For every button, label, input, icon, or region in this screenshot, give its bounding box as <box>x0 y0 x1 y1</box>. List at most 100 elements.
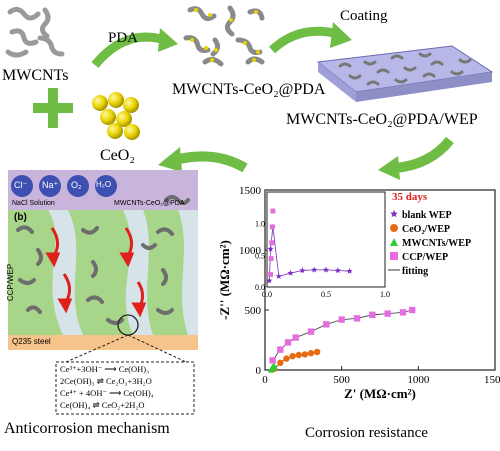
ion-cl: Cl⁻ <box>14 180 28 190</box>
legend-fit-label: fitting <box>402 266 428 277</box>
panel-letter: (b) <box>14 212 27 223</box>
inset-x-tick-label: 0.5 <box>321 290 331 299</box>
y-axis-label: -Z'' (MΩ·cm²) <box>217 240 232 320</box>
reaction-3: Ce⁴⁺ + 4OH⁻ ⟶ Ce(OH)₄ <box>60 388 154 398</box>
data-point <box>284 339 292 346</box>
inset-y-tick-label: 0.5 <box>255 251 265 260</box>
legend-marker <box>390 210 398 218</box>
hybrid-illustration <box>183 5 265 67</box>
mechanism-panel <box>8 170 198 415</box>
inset-data-point <box>346 268 353 274</box>
chart-title: 35 days <box>392 191 428 203</box>
inset-data-point <box>266 277 273 284</box>
x-tick-label: 500 <box>333 374 350 386</box>
coating-label: MWCNTs-CeO₂@PDA/WEP <box>286 111 478 128</box>
data-point <box>369 311 376 318</box>
ceo2-label: CeO₂ <box>100 147 135 164</box>
synthesis-scheme: MWCNTs CeO₂ PDA <box>2 5 494 180</box>
y-tick-label: 1500 <box>239 185 262 197</box>
ion-h2o: H₂O <box>96 180 112 189</box>
embedded-fillers <box>16 195 190 325</box>
data-point <box>269 357 276 364</box>
reaction-box <box>55 361 195 415</box>
steel-region <box>8 335 198 350</box>
inset-data-point <box>270 208 276 214</box>
coating-arrow <box>268 26 340 54</box>
y-tick-label: 1000 <box>239 245 262 257</box>
mwcnts-label: MWCNTs <box>2 67 68 84</box>
inset-data-point <box>323 266 329 273</box>
inset-x-tick-label: 1.0 <box>380 290 390 299</box>
legend-marker <box>390 252 398 260</box>
coating-side-label: CCP/WEP <box>6 263 16 302</box>
coating-step-label: Coating <box>340 8 388 24</box>
data-point <box>313 348 321 356</box>
inset-data-point <box>287 269 294 276</box>
mwcnts-illustration <box>5 6 65 58</box>
ion-bubbles <box>11 175 117 197</box>
data-point <box>277 346 284 353</box>
data-point <box>301 351 309 358</box>
inset-data-point <box>267 245 274 252</box>
data-point <box>271 362 278 369</box>
data-point <box>292 334 299 341</box>
reaction-4: Ce(OH)₄ ⇌ CeO₂+2H₂O <box>60 400 145 410</box>
y-tick-label: 0 <box>256 365 262 377</box>
to-mechanism-arrow <box>173 151 248 173</box>
data-point <box>289 353 296 360</box>
inset-data-point <box>269 240 275 246</box>
data-point <box>353 315 361 322</box>
legend-label: blank WEP <box>402 210 452 221</box>
hybrid-label: MWCNTs-CeO₂@PDA <box>172 81 326 98</box>
inset-data-point <box>311 266 318 273</box>
substrate-label: Q235 steel <box>12 337 51 346</box>
inset-data-point <box>268 256 274 261</box>
legend-label: CCP/WEP <box>402 252 448 263</box>
inset-data-point <box>299 267 306 274</box>
data-point <box>307 350 315 357</box>
inset-frame <box>266 191 386 288</box>
pda-step-label: PDA <box>108 30 138 46</box>
inset-y-tick-label: 0.0 <box>255 283 265 292</box>
pda-arrow <box>91 32 167 68</box>
x-tick-label: 1500 <box>484 374 500 386</box>
data-point <box>409 306 416 314</box>
ion-o2: O₂ <box>71 180 82 190</box>
data-point <box>323 321 330 328</box>
chart-caption: Corrosion resistance <box>305 425 428 441</box>
legend-marker <box>390 224 398 232</box>
data-point <box>399 309 407 316</box>
inset-data-point <box>275 273 282 279</box>
data-point <box>283 355 290 362</box>
solution-label: NaCl Solution <box>12 200 55 207</box>
reaction-1: Ce³⁺+3OH⁻ ⟶ Ce(OH)₃ <box>60 364 150 374</box>
y-tick-label: 500 <box>245 305 262 317</box>
inset-x-tick-label: 0.0 <box>262 290 272 299</box>
inset-data-point <box>269 224 275 230</box>
data-point <box>384 310 391 317</box>
inset-data-point <box>334 267 341 274</box>
penetration-arrows <box>45 227 147 318</box>
inset-data-point <box>268 271 273 277</box>
inset-fit-line <box>268 226 350 281</box>
data-point <box>277 359 284 366</box>
data-point <box>338 316 345 323</box>
coated-plate-illustration <box>316 45 494 102</box>
mechanism-caption: Anticorrosion mechanism <box>4 420 170 437</box>
x-tick-label: 1000 <box>407 374 430 386</box>
filler-legend-label: MWCNTs-CeO₂@PDA <box>114 200 185 207</box>
coating-region <box>8 210 198 335</box>
reaction-2: 2Ce(OH)₃ ⇌ Ce₂O₃+3H₂O <box>60 376 152 386</box>
data-point <box>295 351 302 359</box>
legend-label: MWCNTs/WEP <box>402 238 471 249</box>
x-axis-label: Z' (MΩ·cm²) <box>344 386 416 401</box>
ion-na: Na⁺ <box>42 180 59 190</box>
data-point <box>307 328 315 335</box>
ceo2-spheres-illustration <box>92 92 140 140</box>
inset-y-tick-label: 1.0 <box>255 220 265 229</box>
plus-icon <box>33 88 73 128</box>
nyquist-chart: 050010001500050010001500Z' (MΩ·cm²)-Z'' … <box>217 185 500 401</box>
legend-label: CeO₂/WEP <box>402 224 450 235</box>
to-test-arrow <box>394 136 454 173</box>
legend-marker <box>390 238 398 246</box>
